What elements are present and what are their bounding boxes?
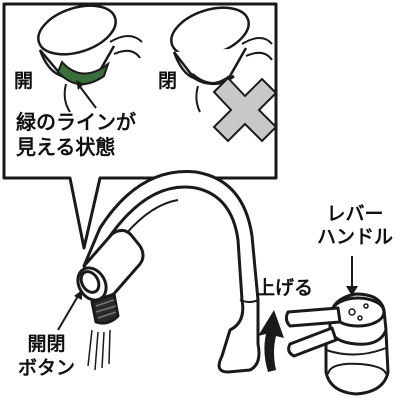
green-line-caption-line1: 緑のラインが [16,110,136,134]
lever-handle-label: レバー ハンドル [317,203,393,249]
water-stream [87,329,111,371]
lever-pointer [346,256,358,296]
closed-state-label: 閉 [158,70,178,92]
lever-handle-label-line1: レバー [326,203,384,225]
green-line-caption: 緑のラインが 見える状態 [16,110,136,160]
raise-label: 上げる [256,277,314,299]
lever-handle-label-line2: ハンドル [317,226,394,248]
green-line-caption-line2: 見える状態 [16,135,116,159]
raise-arrow-icon [258,310,284,372]
on-off-button-label-line1: 開閉 [27,333,66,355]
on-off-button-label: 開閉 ボタン [18,332,75,380]
button-pointer [57,290,82,331]
nozzle-closed-illustration [170,6,273,113]
green-band [56,60,110,85]
on-off-button-label-line2: ボタン [18,357,76,379]
on-off-button-shape [79,270,101,294]
open-state-label: 開 [14,70,34,92]
green-line-pointer [76,80,97,109]
faucet-illustration [76,169,261,374]
prohibited-x-icon [212,76,278,143]
nozzle-open-illustration [37,4,143,113]
mixer-body [284,292,390,396]
